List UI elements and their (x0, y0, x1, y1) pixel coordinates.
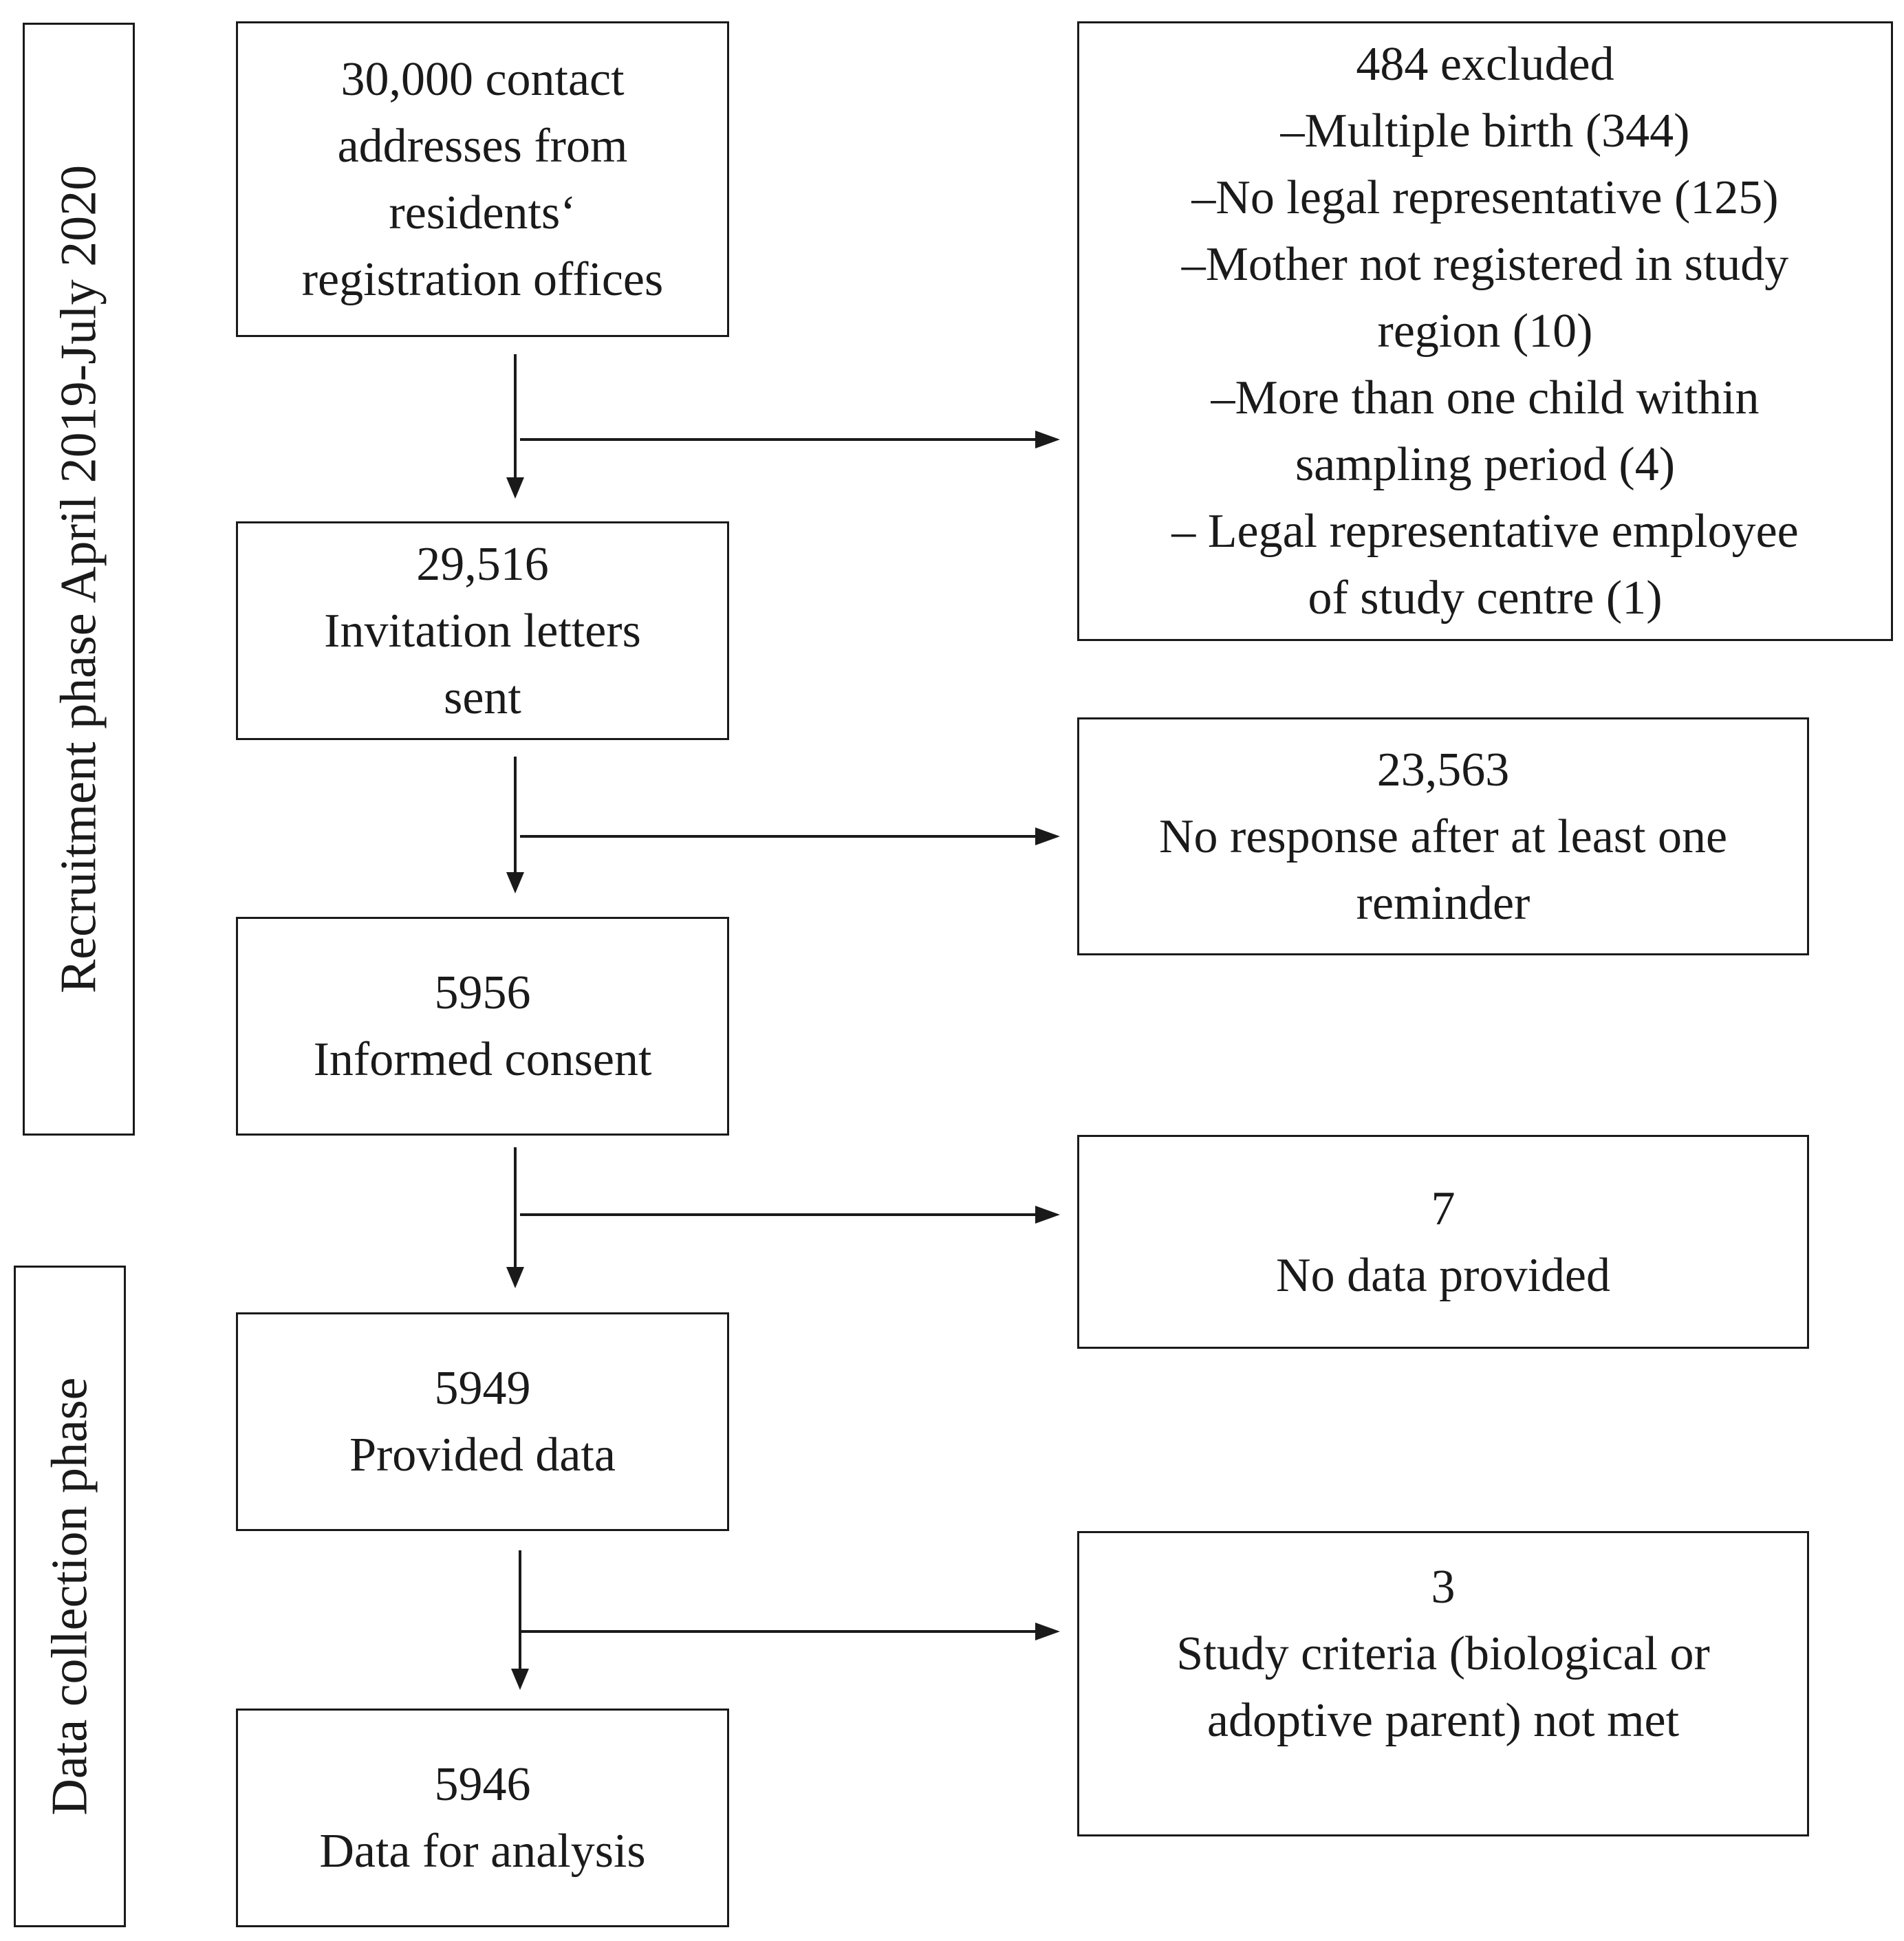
box-line: 5946 (434, 1758, 531, 1811)
down-arrowhead-1 (506, 477, 524, 499)
recruitment-phase-box: Recruitment phase April 2019-July 2020 (23, 23, 135, 1136)
box-line: Provided data (349, 1429, 616, 1482)
box-line: sent (444, 671, 521, 724)
contact-addresses-box: 30,000 contact addresses from residents‘… (236, 21, 729, 337)
box-line: residents‘ (389, 186, 576, 239)
box-line: reminder (1356, 876, 1530, 930)
box-line: – Legal representative employee (1171, 505, 1799, 558)
box-line: region (10) (1377, 305, 1593, 358)
box-line: 5956 (434, 966, 531, 1019)
side-arrowhead-2 (1035, 827, 1060, 845)
invitation-letters-box: 29,516 Invitation letters sent (236, 521, 729, 740)
excluded-box: 484 excluded –Multiple birth (344) –No l… (1077, 21, 1893, 641)
box-line: 23,563 (1376, 743, 1510, 796)
data-for-analysis-box: 5946 Data for analysis (236, 1709, 729, 1927)
box-line: adoptive parent) not met (1207, 1694, 1680, 1747)
box-line: –Mother not registered in study (1181, 238, 1789, 291)
box-line: 5949 (434, 1362, 531, 1415)
provided-data-box: 5949 Provided data (236, 1312, 729, 1531)
box-line: –Multiple birth (344) (1280, 105, 1690, 158)
box-line: Informed consent (313, 1033, 652, 1086)
side-arrowhead-1 (1035, 431, 1060, 448)
informed-consent-box: 5956 Informed consent (236, 917, 729, 1136)
box-line: –No legal representative (125) (1191, 171, 1779, 224)
side-arrowhead-3 (1035, 1206, 1060, 1224)
box-line: Data for analysis (319, 1825, 646, 1878)
box-line: 30,000 contact (340, 52, 625, 106)
box-line: No data provided (1276, 1248, 1610, 1302)
no-response-box: 23,563 No response after at least one re… (1077, 717, 1809, 955)
box-line: Invitation letters (324, 604, 641, 658)
no-data-provided-box: 7 No data provided (1077, 1135, 1809, 1349)
box-line: –More than one child within (1211, 371, 1760, 424)
box-line: of study centre (1) (1308, 572, 1663, 625)
box-line: sampling period (4) (1295, 438, 1676, 491)
box-line: 7 (1431, 1182, 1456, 1235)
down-arrowhead-2 (506, 872, 524, 893)
box-line: addresses from (337, 119, 628, 173)
box-line: 484 excluded (1356, 38, 1614, 91)
down-arrowhead-3 (506, 1267, 524, 1288)
side-arrowhead-4 (1035, 1623, 1060, 1640)
box-line: Study criteria (biological or (1176, 1627, 1710, 1680)
down-arrowhead-4 (511, 1669, 529, 1690)
box-line: registration offices (301, 252, 664, 306)
data-collection-phase-box: Data collection phase (14, 1266, 126, 1927)
box-line: 3 (1431, 1561, 1456, 1614)
criteria-not-met-box: 3 Study criteria (biological or adoptive… (1077, 1531, 1809, 1836)
box-line: 29,516 (416, 537, 549, 591)
box-line: No response after at least one (1158, 810, 1728, 863)
